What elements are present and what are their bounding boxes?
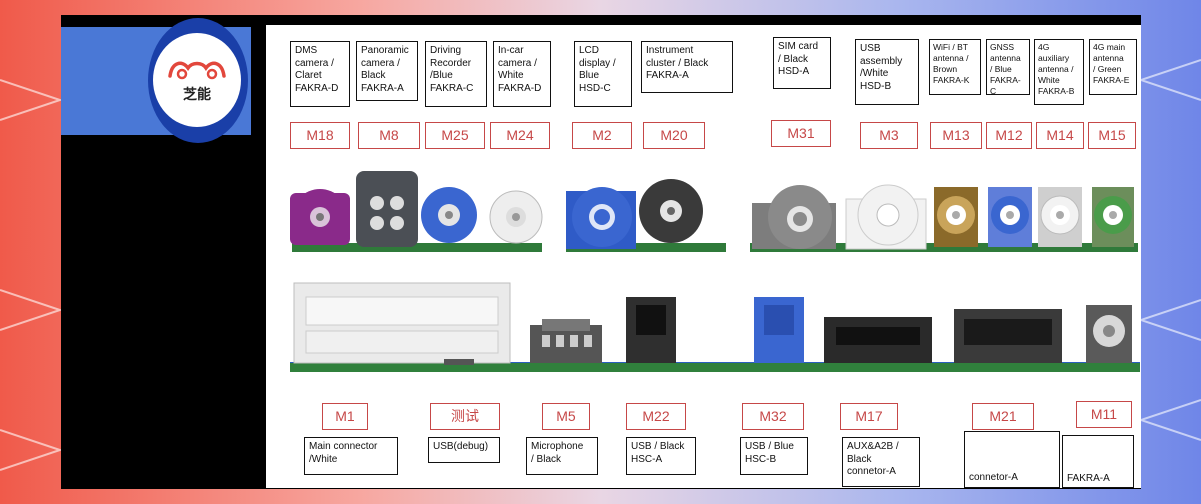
- pcb-strip-top-mid: [566, 243, 726, 252]
- label-dms: DMS camera / Claret FAKRA-D: [290, 41, 350, 107]
- bottom-connectors-illustration: [293, 282, 1132, 365]
- code-m32: M32: [742, 403, 804, 430]
- connector-m11-icon: [1086, 305, 1132, 363]
- code-m15: M15: [1088, 122, 1136, 149]
- connector-m32-icon: [754, 297, 804, 363]
- label-incar: In-car camera / White FAKRA-D: [493, 41, 551, 107]
- code-m25: M25: [425, 122, 485, 149]
- connector-m3-icon: [845, 184, 927, 250]
- label-m11: FAKRA-A: [1062, 435, 1134, 488]
- label-gnss: GNSS antenna / Blue FAKRA-C: [986, 39, 1030, 96]
- connector-m22-icon: [626, 297, 676, 363]
- connector-m25-icon: [421, 187, 477, 243]
- car-logo-icon: [168, 61, 226, 80]
- connector-m2-icon: [566, 187, 636, 249]
- brand-logo: 芝能: [153, 33, 241, 127]
- connector-m14-icon: [1038, 187, 1082, 247]
- label-wifi: WiFi / BT antenna / Brown FAKRA-K: [929, 39, 981, 95]
- connector-m13-icon: [934, 187, 978, 247]
- code-m1: M1: [322, 403, 368, 430]
- code-m13: M13: [930, 122, 982, 149]
- logo-text: 芝能: [183, 86, 211, 102]
- connector-m15-icon: [1092, 187, 1134, 247]
- code-m24: M24: [490, 122, 550, 149]
- label-m21: connetor-A: [964, 431, 1060, 488]
- label-usb-assembly: USB assembly /White HSD-B: [855, 39, 919, 105]
- connector-m12-icon: [988, 187, 1032, 247]
- label-usb-blue: USB / Blue HSC-B: [740, 437, 808, 475]
- connector-m18-icon: [290, 189, 350, 245]
- code-m2: M2: [572, 122, 632, 149]
- code-m21: M21: [972, 403, 1034, 430]
- label-4g-aux: 4G auxiliary antenna / White FAKRA-B: [1034, 39, 1084, 105]
- connector-diagram-panel: DMS camera / Claret FAKRA-D Panoramic ca…: [266, 25, 1141, 488]
- code-m8: M8: [358, 122, 420, 149]
- pcb-strip-top-left: [292, 243, 542, 252]
- label-sim: SIM card / Black HSD-A: [773, 37, 831, 89]
- label-main-connector: Main connector /White: [304, 437, 398, 475]
- connector-m20-icon: [639, 179, 703, 243]
- top-connectors-illustration: [290, 171, 1134, 250]
- connector-usb-debug-icon: [444, 359, 474, 365]
- code-m17: M17: [840, 403, 898, 430]
- connector-m21-icon: [954, 309, 1062, 363]
- connector-m24-icon: [489, 190, 543, 244]
- code-m18: M18: [290, 122, 350, 149]
- pcb-strip-bottom: [290, 362, 1140, 372]
- label-aux-a2b: AUX&A2B / Black connetor-A: [842, 437, 920, 487]
- code-m3: M3: [860, 122, 918, 149]
- label-lcd: LCD display / Blue HSD-C: [574, 41, 632, 107]
- label-instrument: Instrument cluster / Black FAKRA-A: [641, 41, 733, 93]
- label-usb-debug: USB(debug): [428, 437, 500, 463]
- connector-m8-icon: [356, 171, 418, 247]
- connector-m5-icon: [530, 319, 602, 363]
- label-microphone: Microphone / Black: [526, 437, 598, 475]
- code-m11: M11: [1076, 401, 1132, 428]
- label-usb-black: USB / Black HSC-A: [626, 437, 696, 475]
- code-m31: M31: [771, 120, 831, 147]
- label-driving-recorder: Driving Recorder /Blue FAKRA-C: [425, 41, 487, 107]
- code-m14: M14: [1036, 122, 1084, 149]
- pcb-strip-top-right: [750, 243, 1138, 252]
- code-m22: M22: [626, 403, 686, 430]
- label-4g-main: 4G main antenna / Green FAKRA-E: [1089, 39, 1137, 95]
- connector-m1-icon: [293, 282, 511, 364]
- label-panoramic: Panoramic camera / Black FAKRA-A: [356, 41, 418, 101]
- connector-m31-icon: [752, 185, 836, 249]
- connector-m17-icon: [824, 317, 932, 363]
- code-m12: M12: [986, 122, 1032, 149]
- code-m5: M5: [542, 403, 590, 430]
- code-m20: M20: [643, 122, 705, 149]
- code-test: 测试: [430, 403, 500, 430]
